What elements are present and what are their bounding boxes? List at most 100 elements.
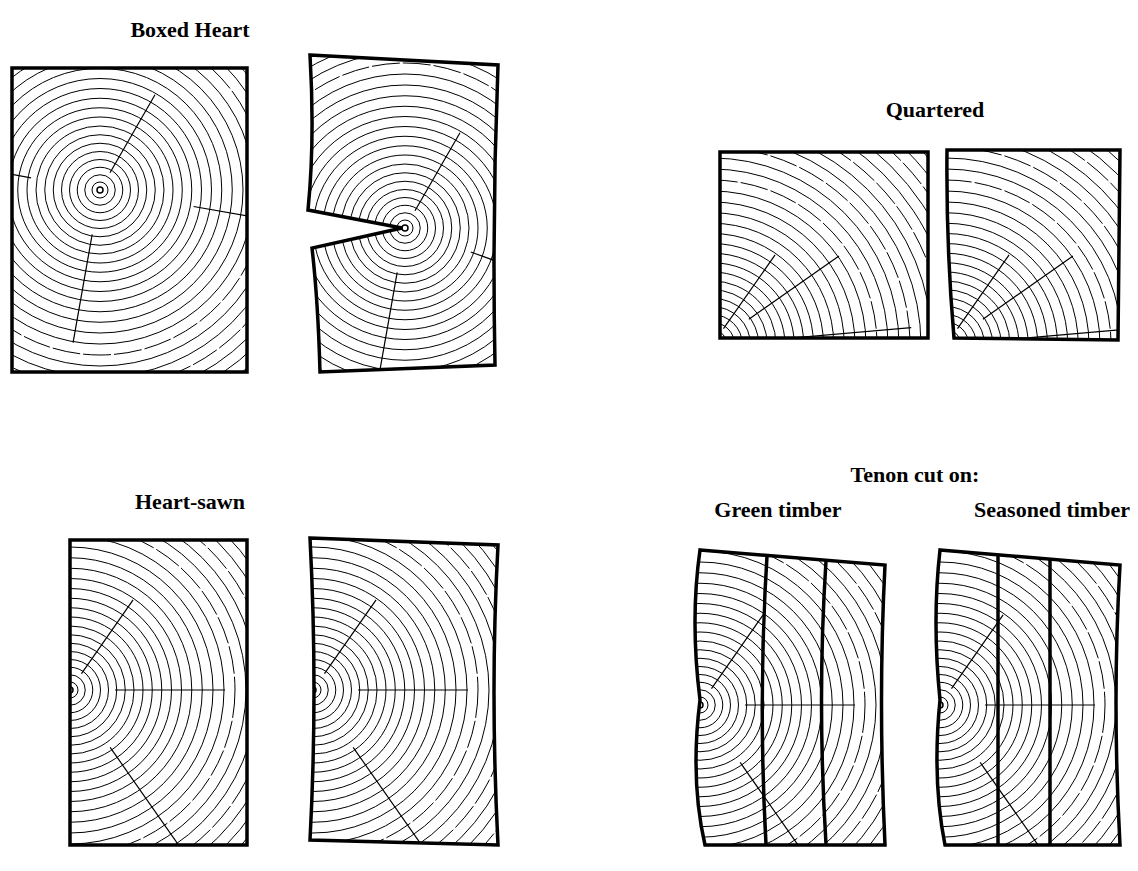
check-line xyxy=(985,704,1095,705)
growth-ring xyxy=(115,492,511,871)
growth-ring xyxy=(0,36,254,344)
check-line xyxy=(711,615,763,689)
growth-ring xyxy=(536,169,888,521)
growth-ring xyxy=(742,507,1138,871)
growth-ring xyxy=(45,135,156,246)
growth-ring xyxy=(620,253,804,437)
growth-ring xyxy=(0,437,323,871)
growth-ring xyxy=(908,307,985,384)
check-line xyxy=(983,256,1073,319)
growth-ring xyxy=(358,181,452,275)
growth-ring xyxy=(697,330,728,361)
growth-ring xyxy=(503,136,921,554)
growth-ring xyxy=(403,408,997,871)
check-line xyxy=(951,615,1003,689)
sub-title: Green timber xyxy=(714,498,841,522)
growth-ring xyxy=(731,496,1138,871)
growth-ring xyxy=(0,58,232,323)
growth-ring xyxy=(323,146,488,311)
growth-rings xyxy=(0,0,353,443)
growth-ring xyxy=(611,244,814,447)
growth-ring xyxy=(502,507,898,871)
check-line xyxy=(81,600,133,674)
growth-ring xyxy=(49,426,577,871)
growth-ring xyxy=(0,470,290,871)
growth-ring xyxy=(931,330,962,361)
growth-ring xyxy=(104,481,522,871)
growth-ring xyxy=(240,63,570,393)
check-line xyxy=(378,272,397,380)
growth-ring xyxy=(36,126,164,254)
growth-ring xyxy=(85,175,116,206)
section-title: Quartered xyxy=(886,98,985,122)
growth-ring xyxy=(835,234,1058,457)
growth-ring xyxy=(0,79,212,302)
growth-ring xyxy=(687,452,1138,871)
growth-ring xyxy=(590,223,834,467)
growth-ring xyxy=(0,25,265,355)
growth-ring xyxy=(648,281,776,409)
growth-ring xyxy=(60,437,566,871)
growth-ring xyxy=(676,441,1138,871)
check-line xyxy=(957,255,1009,329)
growth-ring xyxy=(938,337,954,353)
growth-rings xyxy=(152,0,658,481)
growth-ring xyxy=(698,463,1138,871)
growth-rings xyxy=(403,408,997,871)
check-line xyxy=(980,762,1055,868)
growth-ring xyxy=(185,8,625,448)
check-line xyxy=(110,95,155,173)
growth-ring xyxy=(262,85,548,371)
growth-rings xyxy=(643,408,1138,871)
growth-ring xyxy=(16,393,610,871)
growth-ring xyxy=(294,117,517,340)
growth-ring xyxy=(0,415,345,871)
growth-ring xyxy=(547,180,877,510)
check-line xyxy=(358,689,468,690)
growth-ring xyxy=(0,404,356,871)
growth-ring xyxy=(350,173,461,284)
growth-ring xyxy=(854,253,1038,437)
pith xyxy=(943,342,949,348)
growth-ring xyxy=(207,30,603,426)
check-line xyxy=(353,747,428,853)
check-line xyxy=(749,256,839,319)
growth-ring xyxy=(899,298,993,392)
growth-ring xyxy=(283,106,527,350)
pith xyxy=(402,225,408,231)
check-line xyxy=(115,689,225,690)
growth-ring xyxy=(569,202,855,488)
growth-ring xyxy=(251,74,559,382)
growth-ring xyxy=(514,147,910,543)
growth-ring xyxy=(0,0,331,421)
growth-ring xyxy=(814,213,1079,478)
section-title: Heart-sawn xyxy=(135,490,245,514)
sub-title: Seasoned timber xyxy=(974,498,1130,522)
check-line xyxy=(415,133,460,211)
tenon-cut-line xyxy=(822,561,827,844)
growth-ring xyxy=(580,213,845,478)
tenon-cut-line xyxy=(762,556,767,844)
growth-ring xyxy=(415,48,1009,642)
growth-ring xyxy=(558,191,866,499)
growth-ring xyxy=(71,448,555,871)
growth-ring xyxy=(0,0,320,410)
timber-outline xyxy=(308,55,498,372)
growth-ring xyxy=(660,59,1138,631)
growth-ring xyxy=(0,0,298,388)
growth-rings xyxy=(393,26,1031,664)
growth-ring xyxy=(737,136,1138,554)
growth-ring xyxy=(682,315,743,376)
timber-outline xyxy=(947,150,1120,340)
growth-ring xyxy=(447,452,953,871)
growth-ring xyxy=(0,0,309,399)
growth-ring xyxy=(715,114,1138,576)
growth-ring xyxy=(803,202,1089,488)
timber-outline xyxy=(695,550,885,845)
growth-ring xyxy=(0,481,279,871)
growth-ring xyxy=(864,263,1029,428)
growth-ring xyxy=(414,419,986,871)
pith xyxy=(97,187,103,193)
growth-ring xyxy=(682,81,1138,609)
